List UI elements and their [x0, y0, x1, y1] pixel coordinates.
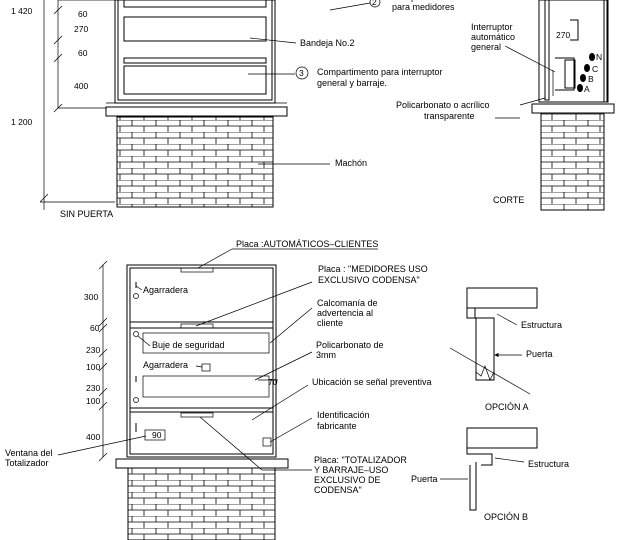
corte-title: CORTE [493, 195, 524, 205]
hatch-band-3 [123, 65, 267, 95]
window-lower [142, 375, 270, 398]
totalizer-window [144, 429, 166, 441]
dim-270: 270 [74, 24, 88, 34]
label-agarradera-2: Agarradera [143, 360, 188, 370]
cabinet-body [114, 0, 276, 104]
dim-1200: 1 200 [11, 117, 33, 127]
option-a: Estructura Puerta OPCIÓN A [449, 287, 562, 412]
totalizer-window-text: 90 [152, 430, 162, 440]
option-b: Estructura Puerta OPCIÓN B [411, 427, 569, 522]
dim-60a: 60 [78, 9, 88, 19]
label-agarradera-1: Agarradera [143, 285, 188, 295]
corte-letter-c: C [592, 64, 598, 74]
option-b-estructura: Estructura [528, 459, 569, 469]
dim-400b: 400 [86, 432, 100, 442]
ledge [105, 106, 288, 117]
dim-1420: 1 420 [11, 6, 33, 16]
plaque-top [180, 267, 214, 273]
bottom-elevation: 90 300 60 230 100 230 100 400 Placa :AUT… [5, 239, 432, 540]
label-bandeja: Bandeja No.2 [300, 38, 355, 48]
corte-dim-270: 270 [556, 30, 570, 40]
dim-100a: 100 [86, 362, 100, 372]
label-placa-automaticos: Placa :AUTOMÁTICOS–CLIENTES [236, 239, 378, 249]
dim-70: 70 [268, 377, 278, 387]
dim-300: 300 [84, 292, 98, 302]
option-a-title: OPCIÓN A [485, 402, 529, 412]
label-buje-seguridad: Buje de seguridad [152, 340, 225, 350]
option-b-puerta: Puerta [411, 474, 438, 484]
hatch-band-1 [123, 0, 267, 8]
option-b-title: OPCIÓN B [484, 512, 528, 522]
brick-pier [116, 116, 274, 208]
front-cabinet [126, 264, 277, 458]
dim-230a: 230 [86, 345, 100, 355]
corte-letter-b: B [588, 74, 594, 84]
bottom-ledge [115, 458, 289, 469]
bottom-brick-pier [127, 467, 276, 540]
corte-letter-n: N [596, 52, 602, 62]
dim-100b: 100 [86, 396, 100, 406]
corte-letter-a: A [584, 84, 590, 94]
dim-400: 400 [74, 81, 88, 91]
callout-2: 2 [372, 0, 377, 7]
dim-60b: 60 [78, 48, 88, 58]
option-a-estructura: Estructura [521, 320, 562, 330]
label-sin-puerta: SIN PUERTA [60, 209, 113, 219]
top-elevation: 60 270 60 400 1 420 1 200 SIN PUERTA 2 C… [11, 0, 455, 219]
hatch-band-2 [123, 16, 267, 42]
label-ubicacion-senal: Ubicación se señal preventiva [312, 377, 432, 387]
dim-60: 60 [90, 323, 100, 333]
callout-3: 3 [299, 68, 304, 78]
plaque-middle [180, 323, 214, 329]
window-upper [142, 332, 270, 354]
label-machon: Machón [335, 158, 367, 168]
dim-230b: 230 [86, 383, 100, 393]
plaque-bottom [180, 412, 214, 418]
option-a-puerta: Puerta [526, 349, 553, 359]
